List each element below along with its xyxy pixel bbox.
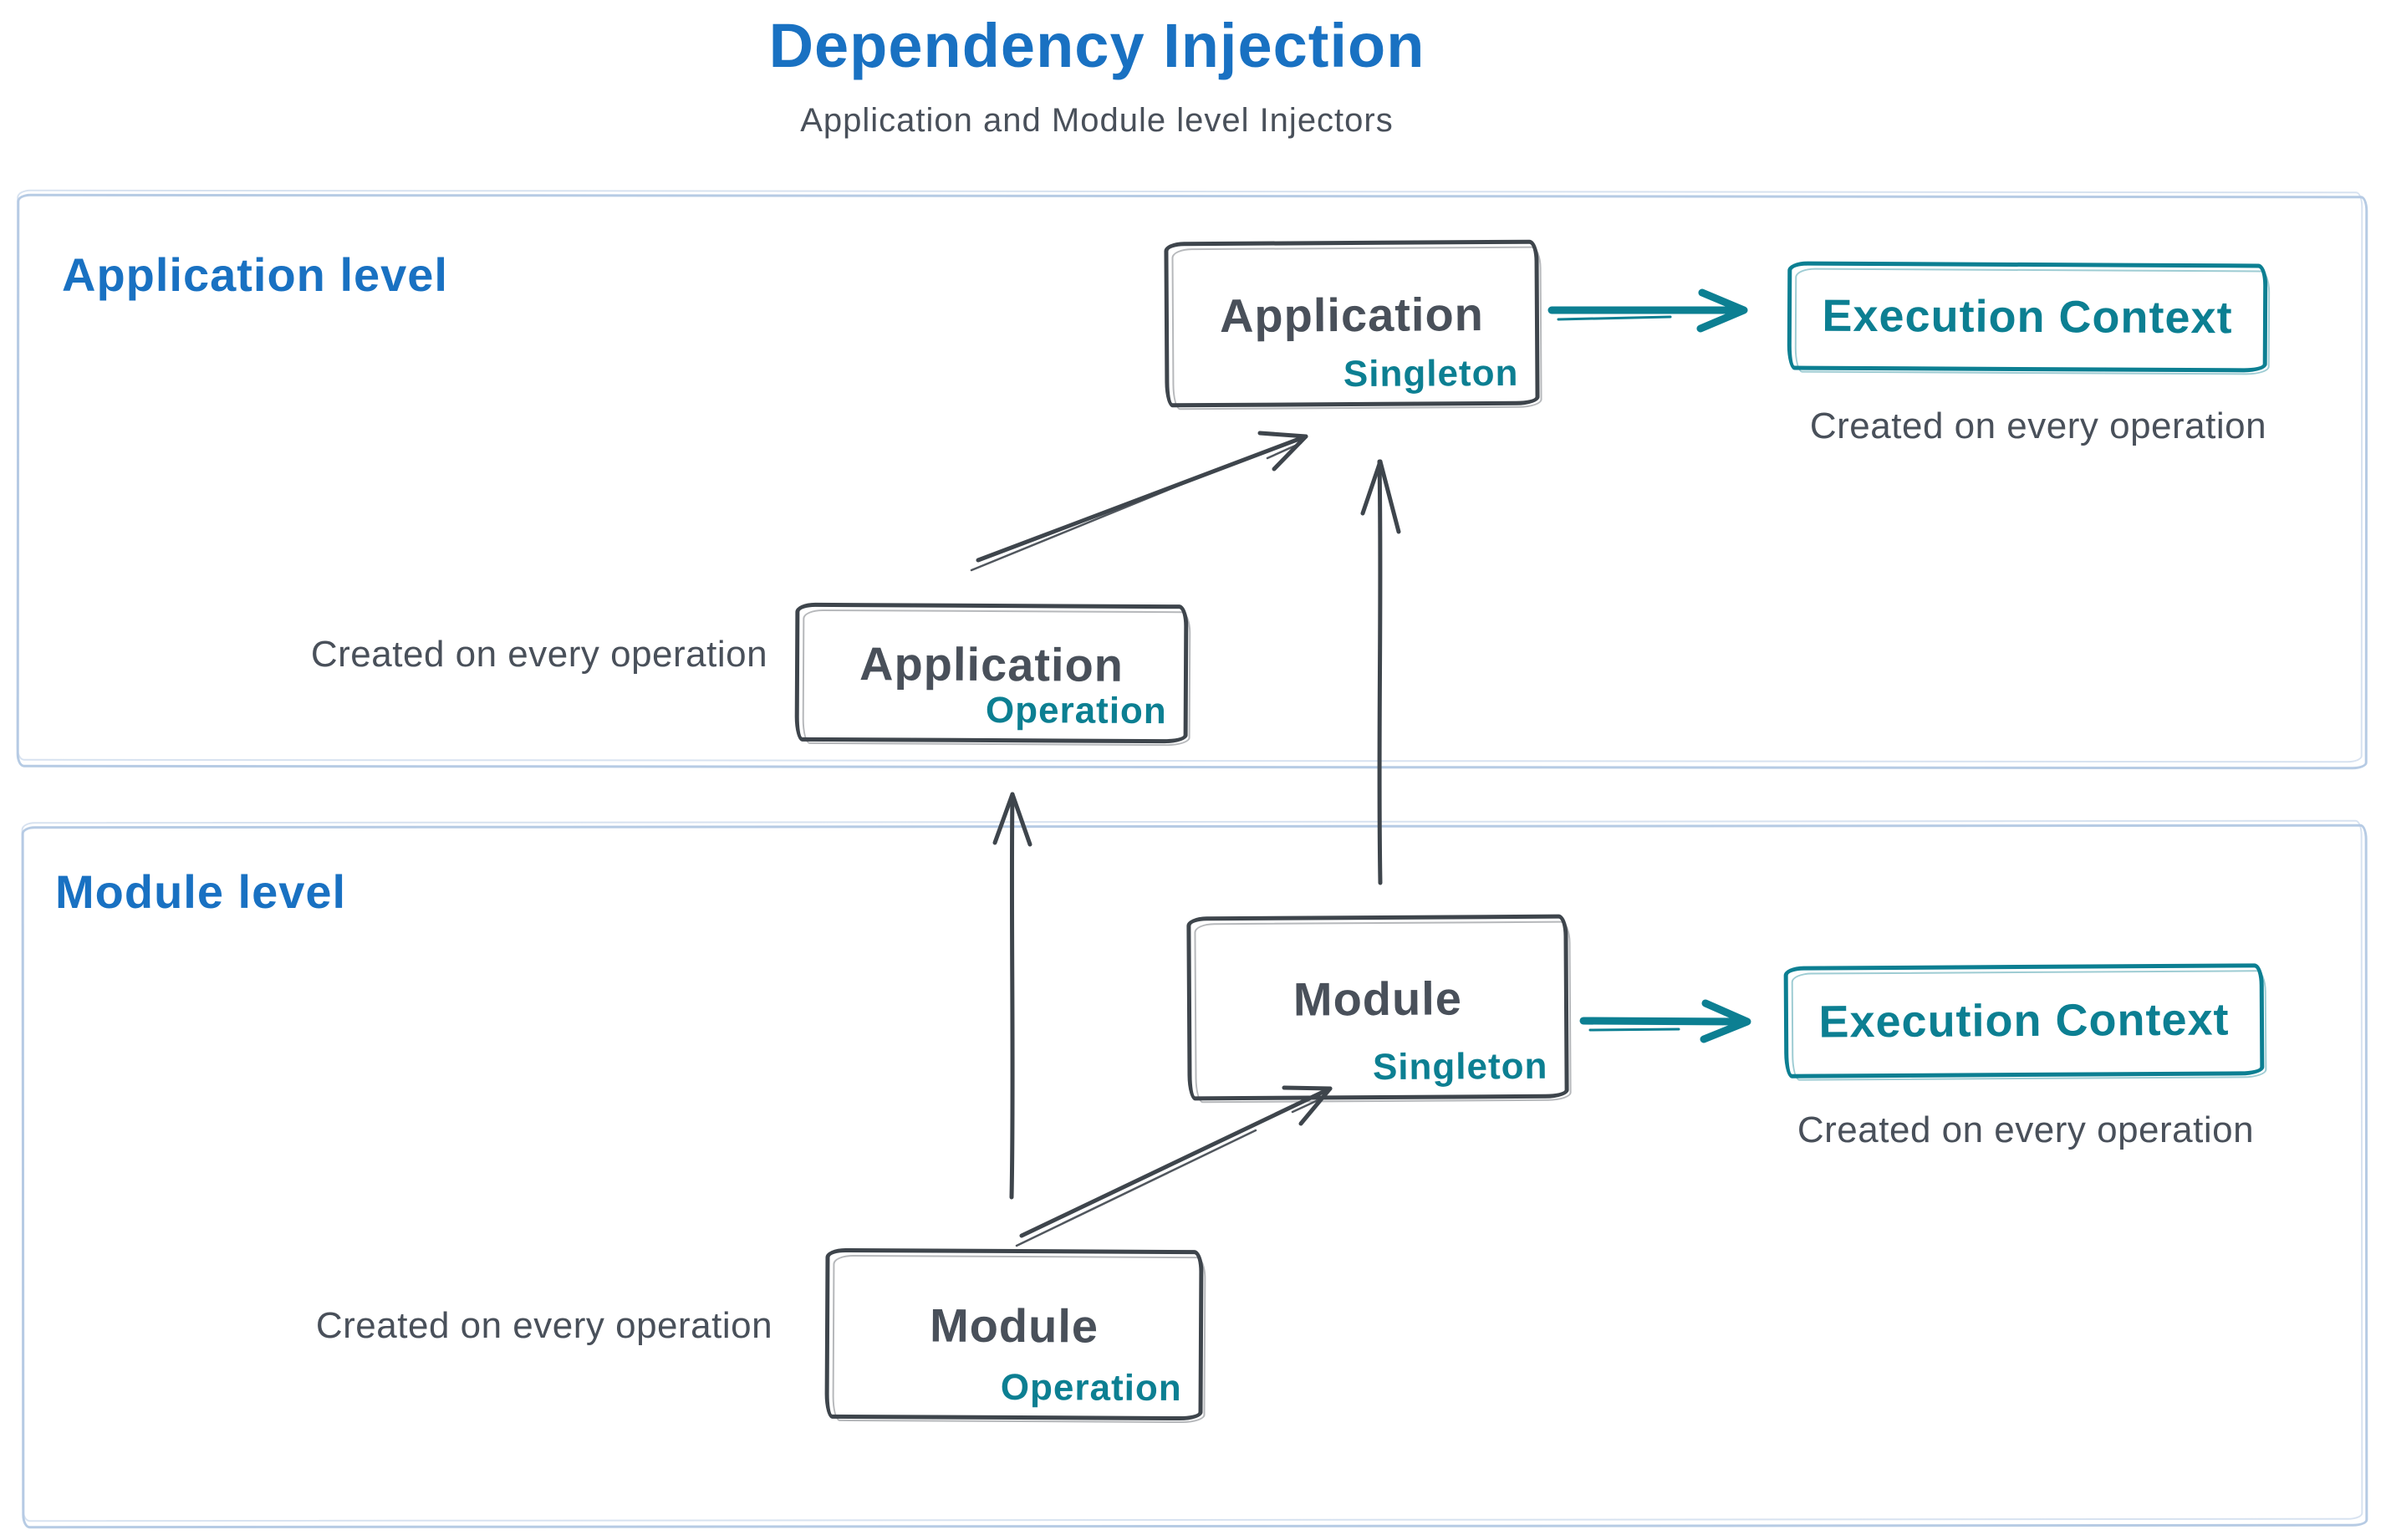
application-execution-context-node: Execution Context <box>1787 261 2268 373</box>
application-operation-note: Created on every operation <box>310 634 768 675</box>
application-level-label: Application level <box>62 248 448 301</box>
singleton-scope-badge: Singleton <box>1372 1045 1548 1089</box>
module-singleton-node: Module Singleton <box>1186 914 1569 1101</box>
module-operation-node: Module Operation <box>824 1247 1204 1421</box>
node-title: Application <box>1219 287 1485 342</box>
node-title: Execution Context <box>1818 994 2230 1048</box>
module-level-label: Module level <box>55 865 347 918</box>
diagram-subtitle: Application and Module level Injectors <box>800 102 1394 139</box>
node-title: Module <box>1292 971 1463 1026</box>
operation-scope-badge: Operation <box>985 689 1167 732</box>
module-execution-note: Created on every operation <box>1797 1109 2255 1150</box>
module-execution-context-node: Execution Context <box>1783 963 2265 1079</box>
node-title: Execution Context <box>1822 290 2233 344</box>
application-execution-note: Created on every operation <box>1809 405 2267 446</box>
application-singleton-node: Application Singleton <box>1164 239 1540 408</box>
singleton-scope-badge: Singleton <box>1343 352 1519 395</box>
application-operation-node: Application Operation <box>794 602 1189 744</box>
operation-scope-badge: Operation <box>1000 1366 1182 1410</box>
module-operation-note: Created on every operation <box>315 1305 773 1346</box>
node-title: Module <box>929 1298 1099 1353</box>
diagram-title: Dependency Injection <box>768 11 1425 80</box>
node-title: Application <box>859 636 1124 691</box>
